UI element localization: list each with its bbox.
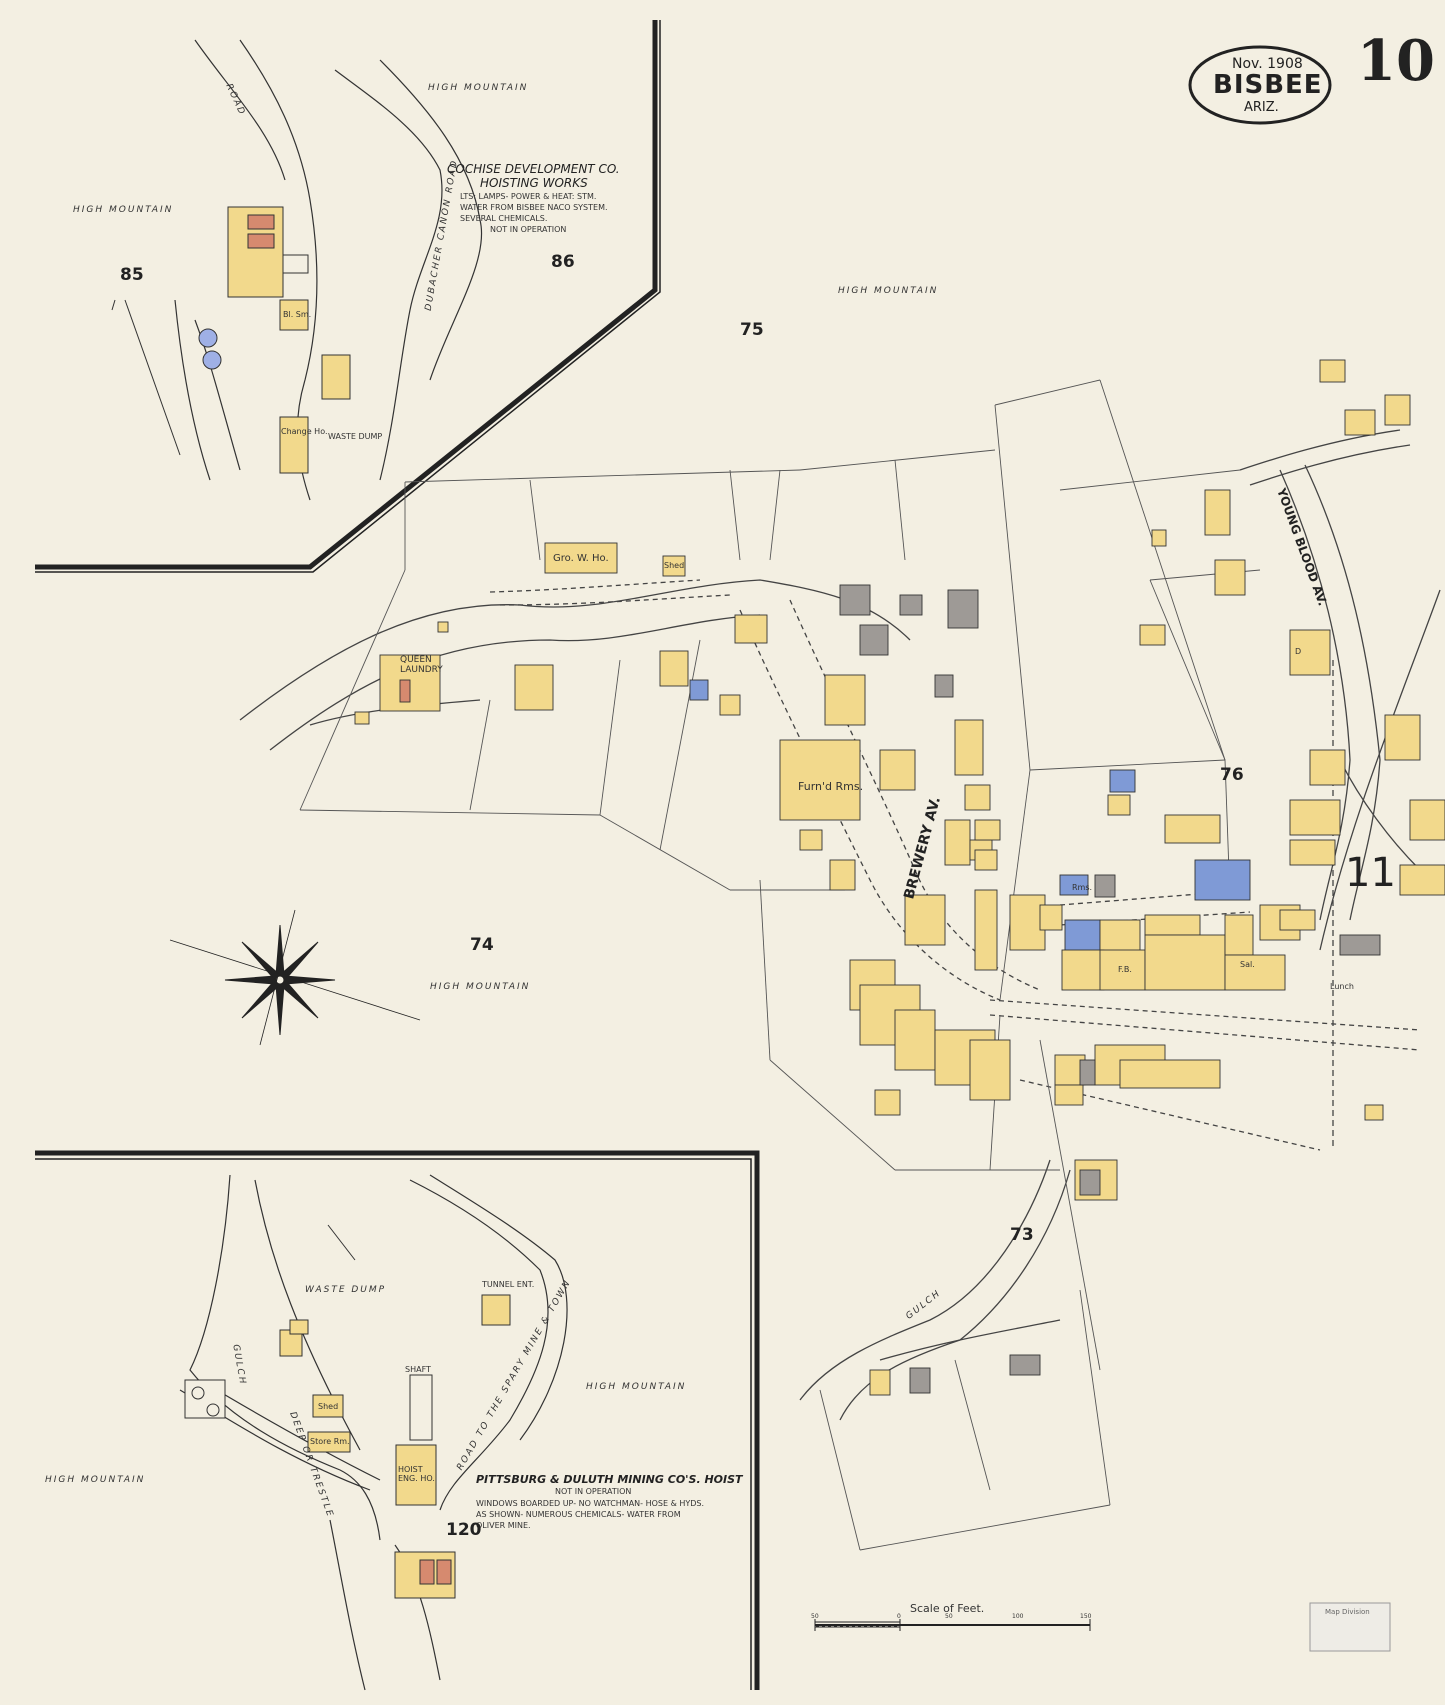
cochise-waste-dump: WASTE DUMP [328,432,383,441]
pittsburg-waste-dump: WASTE DUMP [305,1285,387,1295]
main-lot-lines [299,379,1261,1551]
main-buildings [354,359,1445,1396]
inset-pittsburg-buildings [184,1224,511,1599]
pittsburg-high-mountain-1: HIGH MOUNTAIN [586,1382,687,1392]
gro-wh: Gro. W. Ho. [553,553,609,564]
cochise-high-mountain-2: HIGH MOUNTAIN [73,205,174,215]
scale-bar [814,1619,1091,1631]
header-city: BISBEE [1213,70,1323,100]
header-oval [1188,45,1332,125]
block-75: 75 [740,320,764,340]
cochise-high-mountain-1: HIGH MOUNTAIN [428,83,529,93]
pittsburg-store: Store Rm. [310,1437,350,1446]
block-11: 11 [1345,850,1396,896]
rooms-code: Rms. [1072,883,1093,892]
inset-cochise-frame [35,20,661,573]
inset-pittsburg-roads [179,1174,568,1691]
cochise-block-number: 86 [551,252,575,272]
saloon-code: Sal. [1240,960,1255,969]
cochise-change-ho: Change Ho. [281,427,328,436]
pittsburg-shed: Shed [318,1402,339,1411]
block-73: 73 [1010,1225,1034,1245]
inset-pittsburg-frame [35,1150,760,1690]
cochise-note-2: WATER FROM BISBEE NACO SYSTEM. [460,203,608,212]
block-74: 74 [470,935,494,955]
sheet-number: 10 [1357,28,1435,94]
pittsburg-tunnel: TUNNEL ENT. [482,1280,535,1289]
inset-cochise-buildings [111,206,351,474]
main-roads [239,429,1441,1421]
cochise-note-1: LTS: LAMPS- POWER & HEAT: STM. [460,192,597,201]
pittsburg-note-3: AS SHOWN- NUMEROUS CHEMICALS- WATER FROM [476,1510,681,1519]
library-stamp [1309,1602,1391,1652]
pittsburg-note-1: NOT IN OPERATION [555,1487,632,1496]
scale-tick-150: 150 [1080,1613,1092,1620]
block-76: 76 [1220,765,1244,785]
pittsburg-shaft: SHAFT [405,1365,431,1374]
cochise-note-3: SEVERAL CHEMICALS. [460,214,548,223]
main-high-mountain-top: HIGH MOUNTAIN [838,286,939,296]
scale-label: Scale of Feet. [910,1602,985,1615]
header-state: ARIZ. [1244,100,1279,115]
main-high-mountain-mid: HIGH MOUNTAIN [430,982,531,992]
cochise-subtitle: HOISTING WORKS [480,176,588,190]
scale-tick-0: 0 [897,1613,901,1620]
pittsburg-high-mountain-2: HIGH MOUNTAIN [45,1475,146,1485]
dwelling-code: D [1295,647,1302,656]
pittsburg-note-4: OLIVER MINE. [476,1521,531,1530]
cochise-note-4: NOT IN OPERATION [490,225,567,234]
cochise-bl-sm: Bl. Sm. [283,310,312,319]
fb-code: F.B. [1118,965,1132,974]
cochise-title: COCHISE DEVELOPMENT CO. [447,162,620,176]
furnd-rms: Furn'd Rms. [798,780,864,793]
pittsburg-hoist: HOIST ENG. HO. [398,1465,435,1483]
queen-laundry: QUEEN LAUNDRY [400,655,443,675]
pittsburg-block-number: 120 [446,1520,482,1540]
lunch-label: Lunch [1330,982,1354,991]
scale-tick-50: 50 [945,1613,953,1620]
pittsburg-title: PITTSBURG & DULUTH MINING CO'S. HOIST [476,1473,743,1486]
compass-rose [169,909,421,1046]
scale-tick-50-left: 50 [811,1613,819,1620]
shed-label: Shed [664,561,685,570]
cochise-side-block-number: 85 [120,265,144,285]
scale-tick-100: 100 [1012,1613,1024,1620]
pittsburg-note-2: WINDOWS BOARDED UP- NO WATCHMAN- HOSE & … [476,1499,705,1508]
header-date: Nov. 1908 [1232,56,1303,72]
stamp-text: Map Division [1325,1608,1370,1616]
